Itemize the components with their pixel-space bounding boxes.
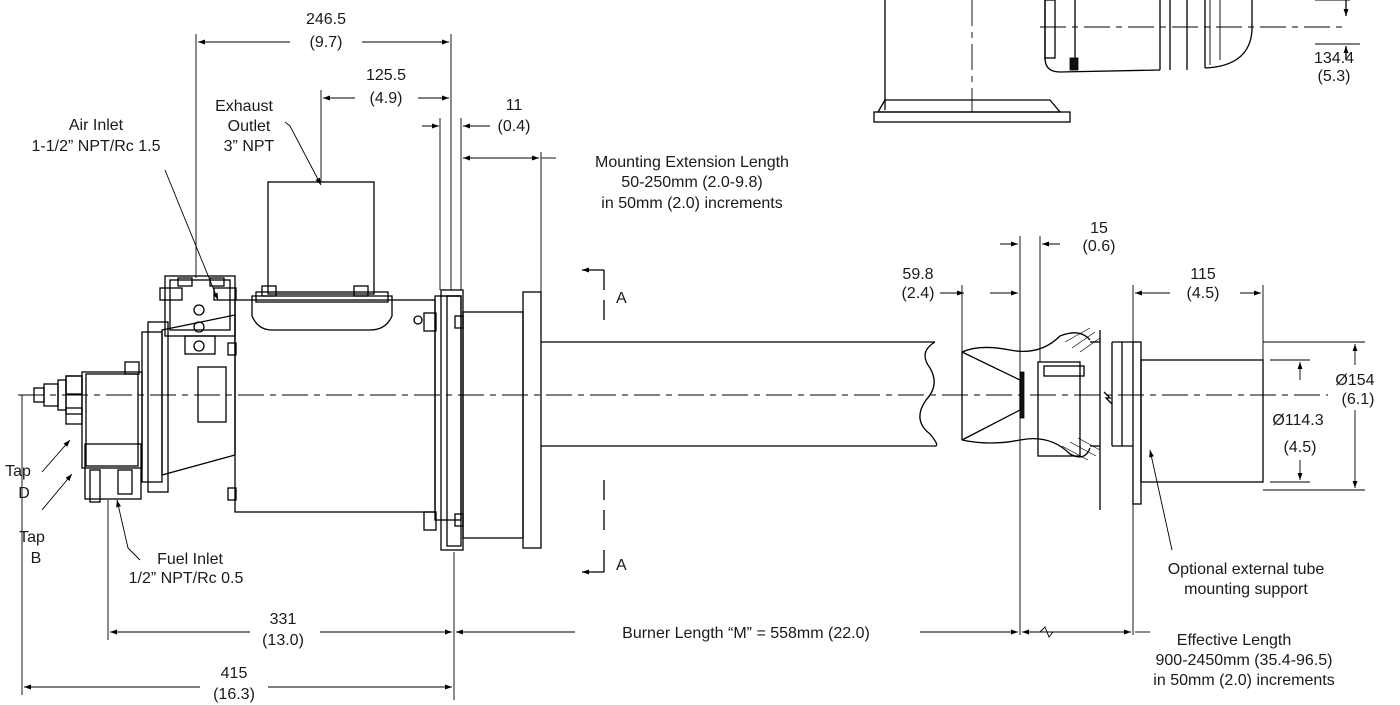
dim-115-mm: 115 <box>1190 266 1216 283</box>
effective-length-label-3: in 50mm (2.0) increments <box>1153 672 1334 689</box>
burner-body <box>33 181 542 551</box>
dim-134-mm: 134.4 <box>1314 50 1354 67</box>
section-a-bottom-label: A <box>616 557 627 574</box>
dim-burner-length: Burner Length “M” = 558mm (22.0) <box>622 625 870 642</box>
dim-154-in: (6.1) <box>1342 391 1375 408</box>
dim-114-mm: Ø114.3 <box>1272 412 1323 429</box>
dim-11-mm: 11 <box>506 97 523 114</box>
dim-115-in: (4.5) <box>1187 285 1220 302</box>
dim-15-in: (0.6) <box>1083 238 1116 255</box>
air-inlet-label-1: Air Inlet <box>69 117 124 134</box>
dim-246-in: (9.7) <box>310 34 343 51</box>
dim-59-mm: 59.8 <box>902 266 933 283</box>
dim-125-in: (4.9) <box>370 90 403 107</box>
section-line-a-a <box>582 267 605 575</box>
section-a-top-label: A <box>616 290 627 307</box>
fuel-inlet-label-2: 1/2” NPT/Rc 0.5 <box>129 570 244 587</box>
support-label-2: mounting support <box>1184 581 1308 598</box>
exhaust-label-2: Outlet <box>228 118 271 135</box>
mount-ext-label-2: 50-250mm (2.0-9.8) <box>621 174 762 191</box>
tap-d-label-1: Tap <box>5 463 31 480</box>
dim-125-mm: 125.5 <box>366 67 406 84</box>
fuel-inlet-label-1: Fuel Inlet <box>157 551 223 568</box>
air-inlet-label-2: 1-1/2” NPT/Rc 1.5 <box>32 138 161 155</box>
dim-59-in: (2.4) <box>902 285 935 302</box>
tap-b-label-2: B <box>31 550 42 567</box>
mount-ext-label-1: Mounting Extension Length <box>595 154 789 171</box>
section-view-a-a <box>873 0 1360 123</box>
dim-415-in: (16.3) <box>213 686 255 703</box>
dim-415-mm: 415 <box>221 665 248 682</box>
leader-lines <box>41 121 1173 561</box>
exhaust-label-1: Exhaust <box>215 98 273 115</box>
combustion-tube <box>541 327 1264 510</box>
mount-ext-label-3: in 50mm (2.0) increments <box>601 195 782 212</box>
effective-length-label-2: 900-2450mm (35.4-96.5) <box>1156 652 1333 669</box>
dim-134-in: (5.3) <box>1318 68 1351 85</box>
dim-154-mm: Ø154 <box>1335 372 1374 389</box>
dim-331-mm: 331 <box>270 611 297 628</box>
dim-11-in: (0.4) <box>498 118 531 135</box>
exhaust-label-3: 3” NPT <box>224 138 275 155</box>
tap-d-label-2: D <box>18 485 30 502</box>
tap-b-label-1: Tap <box>19 529 45 546</box>
dim-331-in: (13.0) <box>262 632 304 649</box>
extension-lines <box>21 34 1365 700</box>
effective-length-label-1: Effective Length <box>1177 632 1291 649</box>
dim-15-mm: 15 <box>1090 220 1108 237</box>
support-label-1: Optional external tube <box>1168 561 1325 578</box>
dim-246-mm: 246.5 <box>306 11 346 28</box>
dim-114-in: (4.5) <box>1284 439 1317 456</box>
dimension-lines <box>24 39 1358 690</box>
